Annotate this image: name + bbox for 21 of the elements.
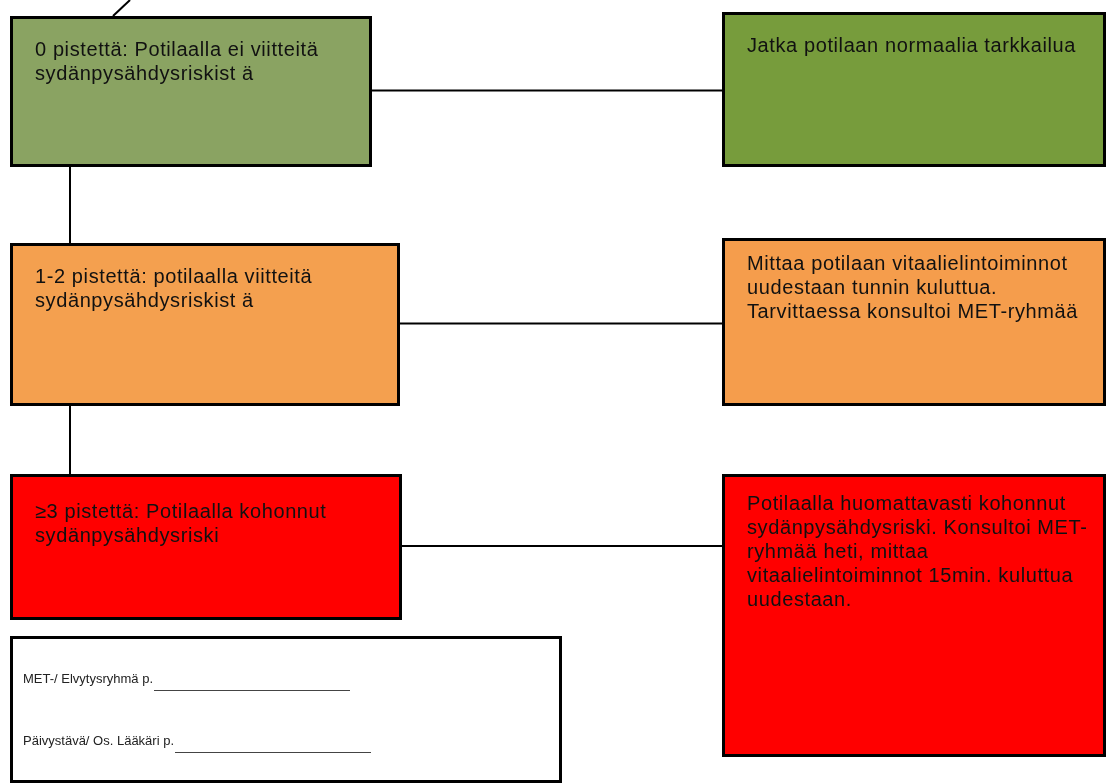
connector-line <box>401 545 723 547</box>
box-text: 0 pistettä: Potilaalla ei viitteitä sydänpysähdysriskist ä <box>35 37 320 85</box>
process-box <box>722 12 1106 167</box>
connector-line <box>371 89 723 92</box>
box-text: Mittaa potilaan vitaalielintoiminnot uudestaan tunnin kuluttua. Tarvittaessa konsultoi MET-ryhmää <box>747 251 1080 323</box>
process-box <box>10 243 400 406</box>
connector-line <box>399 322 723 325</box>
box-text: Jatka potilaan normaalia tarkkailua <box>747 33 1077 57</box>
process-box <box>722 238 1106 406</box>
box-text: ≥3 pistettä: Potilaalla kohonnut sydänpysähdysriski <box>35 499 328 547</box>
box-text: Potilaalla huomattavasti kohonnut sydänpysähdysriski. Konsultoi MET-ryhmää heti, mittaa vitaalielintoiminnot 15min. kuluttua uudestaan. <box>747 491 1089 611</box>
field-label: MET-/ Elvytysryhmä p. <box>23 670 154 688</box>
field-label: Päivystävä/ Os. Lääkäri p. <box>23 732 174 750</box>
connector-line <box>112 0 131 17</box>
connector-line <box>69 166 71 244</box>
contact-form-box <box>10 636 562 783</box>
process-box <box>10 474 402 620</box>
process-box <box>10 16 372 167</box>
process-box <box>722 474 1106 757</box>
connector-line <box>69 405 71 475</box>
box-text: 1-2 pistettä: potilaalla viitteitä sydänpysähdysriskist ä <box>35 264 314 312</box>
